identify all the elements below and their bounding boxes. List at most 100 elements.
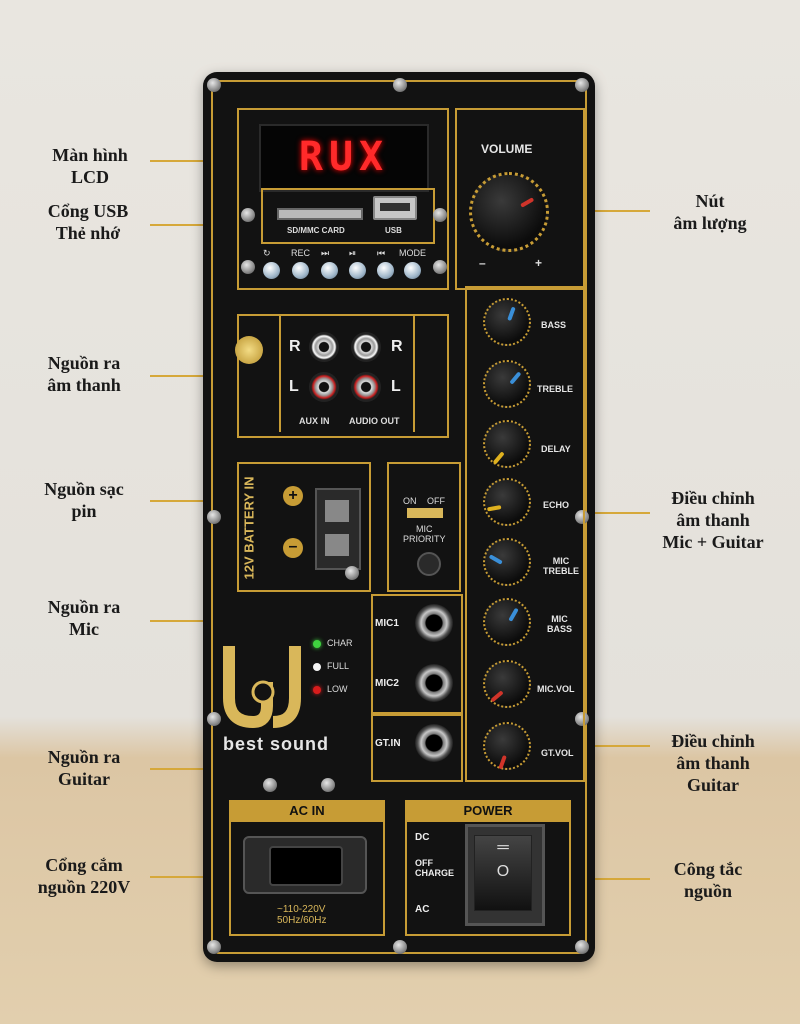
vol-plus: + (535, 256, 543, 270)
label-lcd: Màn hình LCD (52, 145, 128, 187)
vol-minus: – (479, 256, 486, 270)
rca-section (237, 314, 449, 438)
screw-icon (207, 510, 221, 524)
label-guitar: Nguồn ra Guitar (47, 747, 121, 789)
sd-label: SD/MMC CARD (287, 226, 345, 235)
eq-section (465, 286, 585, 782)
mic2-jack[interactable] (415, 664, 453, 702)
low-label: LOW (327, 684, 348, 694)
next-button[interactable] (321, 262, 338, 279)
bass-label: BASS (541, 320, 567, 330)
dc-label: DC (415, 832, 430, 843)
screw-icon (575, 78, 589, 92)
bass-indicator (507, 306, 516, 322)
mic-priority-switch[interactable] (417, 552, 441, 576)
aux-in-l-jack[interactable] (309, 372, 339, 402)
full-led (313, 663, 321, 671)
leader-guitar-eq (595, 745, 650, 747)
rca-r-left: R (289, 338, 301, 355)
mode-button[interactable] (404, 262, 421, 279)
ac-power-socket[interactable] (243, 836, 367, 894)
screw-icon (575, 510, 589, 524)
ac-spec: ~110-220V 50Hz/60Hz (277, 904, 327, 926)
echo-indicator (486, 505, 502, 512)
aux-in-r-jack[interactable] (309, 332, 339, 362)
label-battery: Nguồn sạc pin (44, 479, 124, 521)
treble-knob[interactable] (483, 360, 531, 408)
lcd-text: RUX (298, 134, 390, 180)
repeat-button[interactable] (263, 262, 280, 279)
label-power-switch: Công tắc nguồn (673, 859, 743, 901)
ac-in-title: AC IN (229, 800, 385, 822)
usb-port[interactable] (373, 196, 417, 220)
screw-icon (345, 566, 359, 580)
play-pause-button[interactable] (349, 262, 366, 279)
mic1-jack[interactable] (415, 604, 453, 642)
rca-l-right: L (391, 378, 401, 395)
screw-icon (321, 778, 335, 792)
echo-label: ECHO (543, 500, 570, 510)
mic-on-label: ON (403, 496, 417, 506)
brand-logo-icon (223, 642, 303, 729)
quality-seal (235, 336, 263, 364)
delay-indicator (492, 451, 505, 465)
mic-bass-knob[interactable] (483, 598, 531, 646)
mic-vol-indicator (490, 690, 504, 703)
screw-icon (241, 208, 255, 222)
battery-terminal[interactable] (315, 488, 361, 570)
mic1-label: MIC1 (375, 618, 399, 629)
volume-label: VOLUME (481, 142, 533, 156)
battery-label: 12V BATTERY IN (241, 476, 257, 580)
bass-knob[interactable] (483, 298, 531, 346)
treble-label: TREBLE (537, 384, 573, 394)
label-audio-out: Nguồn ra âm thanh (47, 353, 121, 395)
delay-knob[interactable] (483, 420, 531, 468)
audio-out-r-jack[interactable] (351, 332, 381, 362)
mic-bass-label: MIC BASS (547, 614, 573, 634)
rec-button[interactable] (292, 262, 309, 279)
power-rocker-switch[interactable]: ═O (465, 824, 545, 926)
btn-label-repeat: ↻ (263, 248, 271, 258)
rca-l-left: L (289, 378, 299, 395)
mic-priority-toggle[interactable] (407, 508, 443, 518)
screw-icon (433, 208, 447, 222)
sd-card-slot[interactable] (277, 208, 363, 220)
usb-label: USB (385, 226, 402, 235)
echo-knob[interactable] (483, 478, 531, 526)
treble-indicator (509, 371, 522, 385)
btn-label-mode: MODE (399, 248, 426, 258)
btn-label-rec: REC (291, 248, 311, 258)
mic-treble-label: MIC TREBLE (543, 556, 579, 576)
rca-inner-frame (279, 314, 415, 432)
prev-button[interactable] (377, 262, 394, 279)
mic-off-label: OFF (427, 496, 445, 506)
leader-power-in (150, 876, 232, 878)
volume-section (455, 108, 585, 290)
gt-vol-knob[interactable] (483, 722, 531, 770)
battery-section (237, 462, 371, 592)
label-guitar-eq: Điều chỉnh âm thanh Guitar (671, 731, 755, 795)
label-usb: Cổng USB Thẻ nhớ (47, 201, 129, 243)
full-label: FULL (327, 661, 350, 671)
btn-label-play: ⏯ (349, 248, 357, 258)
mic-vol-knob[interactable] (483, 660, 531, 708)
char-label: CHAR (327, 638, 353, 648)
off-charge-label: OFF CHARGE (415, 858, 455, 878)
label-mic-guitar-eq: Điều chỉnh âm thanh Mic + Guitar (662, 488, 764, 552)
leader-volume (584, 210, 650, 212)
screw-icon (241, 260, 255, 274)
volume-knob[interactable] (469, 172, 549, 252)
gt-vol-indicator (498, 754, 507, 770)
label-mic: Nguồn ra Mic (47, 597, 121, 639)
mic-treble-knob[interactable] (483, 538, 531, 586)
mic-vol-label: MIC.VOL (537, 684, 575, 694)
rca-r-right: R (391, 338, 403, 355)
leader-battery (150, 500, 240, 502)
gt-in-jack[interactable] (415, 724, 453, 762)
low-led (313, 686, 321, 694)
screw-icon (393, 940, 407, 954)
audio-out-l-jack[interactable] (351, 372, 381, 402)
screw-icon (433, 260, 447, 274)
mic-priority-section (387, 462, 461, 592)
leader-power-switch (570, 878, 650, 880)
